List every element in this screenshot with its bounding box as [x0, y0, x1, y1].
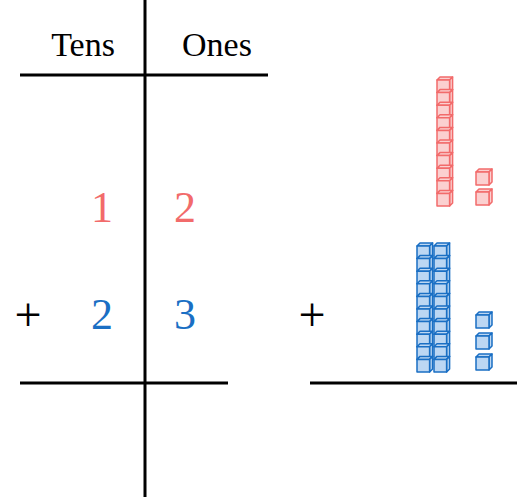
- unit-cube: [417, 319, 433, 335]
- blocks-sum-rule: [310, 382, 517, 385]
- unit-cube: [417, 268, 433, 284]
- header-rule: [20, 74, 268, 77]
- unit-cube: [417, 331, 433, 347]
- unit-cube: [437, 190, 453, 206]
- unit-cube: [437, 140, 453, 156]
- column-header: Tens: [51, 28, 115, 62]
- column-header: Ones: [182, 28, 252, 62]
- unit-cube: [476, 333, 492, 349]
- unit-cube: [434, 293, 450, 309]
- base-ten-blocks: [417, 77, 492, 372]
- unit-cube: [417, 356, 433, 372]
- sum-rule: [20, 382, 228, 385]
- unit-cube: [437, 90, 453, 106]
- unit-cube: [476, 312, 492, 328]
- unit-cube: [437, 102, 453, 118]
- ones-digit: 2: [174, 186, 196, 230]
- unit-cube: [476, 354, 492, 370]
- unit-cube: [437, 115, 453, 131]
- unit-cube: [434, 344, 450, 360]
- unit-cube: [417, 344, 433, 360]
- unit-cube: [417, 281, 433, 297]
- unit-cube: [476, 189, 492, 205]
- plus-sign: +: [298, 291, 325, 339]
- unit-cube: [434, 268, 450, 284]
- unit-cube: [434, 306, 450, 322]
- unit-cube: [476, 169, 492, 185]
- unit-cube: [417, 293, 433, 309]
- unit-cube: [437, 127, 453, 143]
- tens-digit: 1: [91, 186, 113, 230]
- plus-sign: +: [14, 291, 41, 339]
- unit-cube: [417, 256, 433, 272]
- unit-cube: [437, 178, 453, 194]
- unit-cube: [434, 319, 450, 335]
- unit-cube: [437, 77, 453, 93]
- unit-cube: [434, 331, 450, 347]
- tens-digit: 2: [91, 293, 113, 337]
- unit-cube: [434, 256, 450, 272]
- unit-cube: [434, 356, 450, 372]
- unit-cube: [437, 153, 453, 169]
- unit-cube: [437, 165, 453, 181]
- unit-cube: [434, 243, 450, 259]
- unit-cube: [417, 243, 433, 259]
- unit-cube: [434, 281, 450, 297]
- unit-cube: [417, 306, 433, 322]
- ones-digit: 3: [174, 293, 196, 337]
